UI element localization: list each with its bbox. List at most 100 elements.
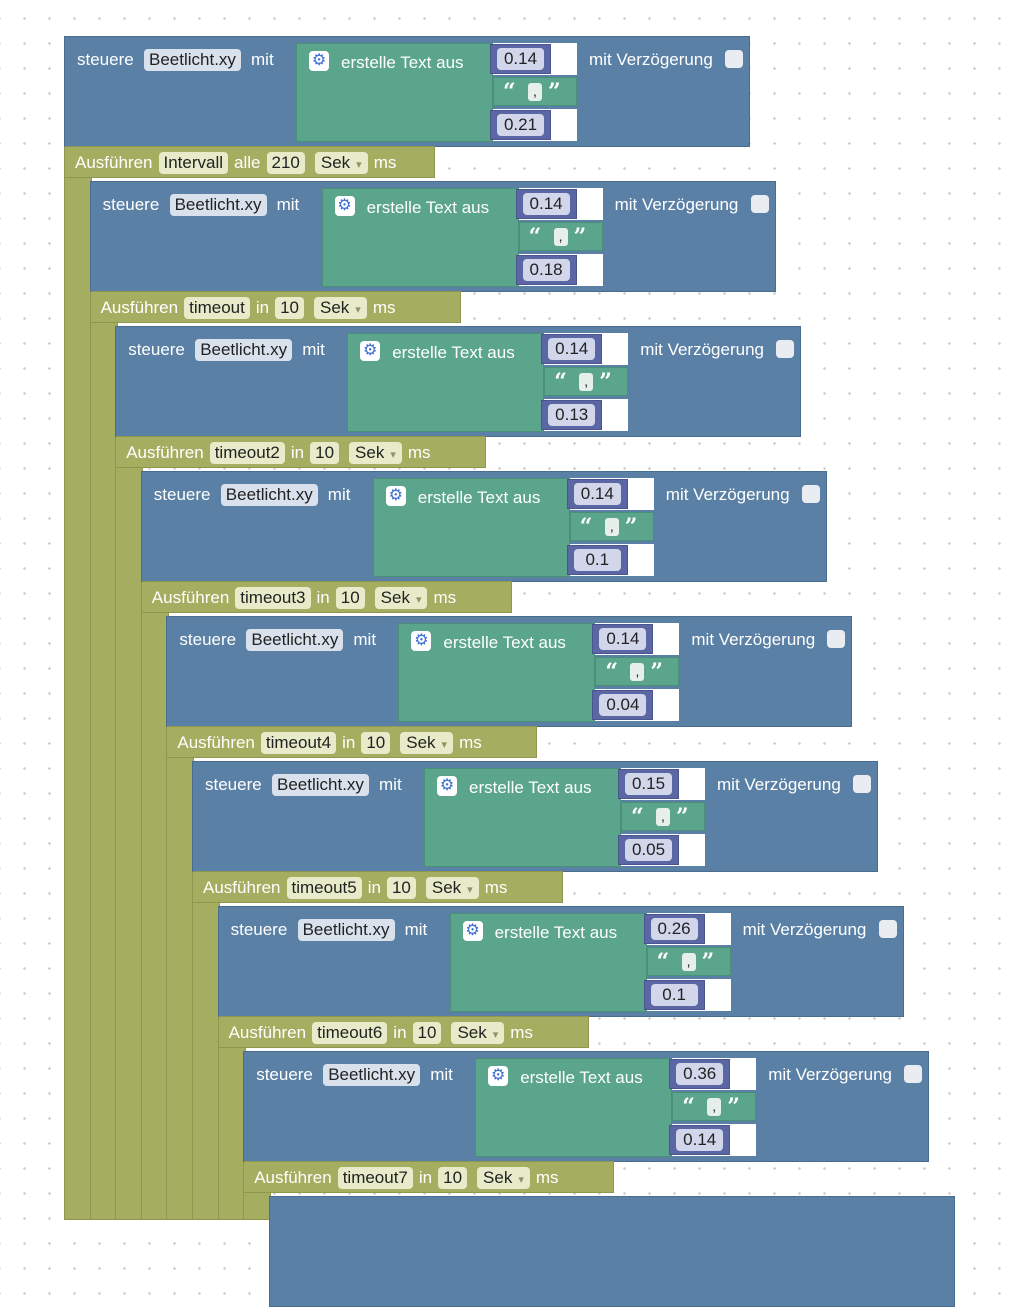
number-value[interactable]: 0.1 (573, 549, 621, 571)
time-value-field[interactable]: 210 (266, 152, 305, 174)
timer-name-field[interactable]: timeout7 (337, 1167, 413, 1189)
gear-icon[interactable] (385, 485, 406, 507)
create-text-block[interactable]: erstelle Text aus (372, 478, 570, 577)
time-value-field[interactable]: 10 (412, 1022, 442, 1044)
separator-value[interactable]: , (604, 518, 619, 536)
number-value[interactable]: 0.15 (625, 773, 672, 795)
number-block[interactable]: 0.15 (618, 769, 679, 799)
number-block[interactable]: 0.26 (643, 914, 705, 944)
timer-name-field[interactable]: Intervall (158, 152, 229, 174)
gear-icon[interactable] (360, 340, 381, 362)
delay-checkbox[interactable] (750, 195, 769, 213)
number-block[interactable]: 0.1 (566, 545, 628, 575)
delay-checkbox[interactable] (853, 775, 871, 793)
create-text-block[interactable]: erstelle Text aus (475, 1058, 673, 1157)
create-text-block[interactable]: erstelle Text aus (321, 188, 519, 287)
unit-dropdown[interactable]: Sek▾ (314, 297, 367, 319)
text-separator-block[interactable]: “,” (646, 947, 731, 976)
number-value[interactable]: 0.14 (497, 48, 544, 70)
timer-name-field[interactable]: timeout6 (312, 1022, 388, 1044)
delay-checkbox[interactable] (878, 920, 897, 938)
number-block[interactable]: 0.14 (490, 44, 551, 74)
separator-value[interactable]: , (579, 373, 594, 391)
unit-dropdown[interactable]: Sek▾ (425, 877, 479, 899)
number-value[interactable]: 0.1 (650, 984, 698, 1006)
create-text-block[interactable]: erstelle Text aus (347, 333, 545, 432)
gear-icon[interactable] (334, 195, 355, 217)
gear-icon[interactable] (488, 1065, 509, 1087)
number-block[interactable]: 0.1 (643, 980, 705, 1010)
number-value[interactable]: 0.14 (548, 338, 596, 360)
time-value-field[interactable]: 10 (275, 297, 304, 319)
number-value[interactable]: 0.14 (599, 628, 647, 650)
create-text-block[interactable]: erstelle Text aus (296, 43, 493, 142)
text-separator-block[interactable]: “,” (672, 1092, 757, 1121)
number-block[interactable]: 0.05 (618, 835, 679, 865)
time-value-field[interactable]: 10 (361, 732, 391, 754)
timer-name-field[interactable]: timeout2 (209, 442, 285, 464)
number-block[interactable]: 0.14 (515, 189, 577, 219)
unit-dropdown[interactable]: Sek▾ (451, 1022, 505, 1044)
device-field[interactable]: Beetlicht.xy (272, 774, 369, 796)
delay-checkbox[interactable] (801, 485, 820, 503)
gear-icon[interactable] (309, 50, 329, 72)
number-block[interactable]: 0.14 (592, 624, 654, 654)
device-field[interactable]: Beetlicht.xy (169, 194, 267, 216)
create-text-block[interactable]: erstelle Text aus (449, 913, 647, 1012)
time-value-field[interactable]: 10 (310, 442, 340, 464)
number-value[interactable]: 0.05 (625, 839, 672, 861)
number-value[interactable]: 0.18 (522, 259, 570, 281)
number-block[interactable]: 0.14 (541, 334, 603, 364)
device-field[interactable]: Beetlicht.xy (323, 1064, 421, 1086)
timer-name-field[interactable]: timeout (184, 297, 250, 319)
unit-dropdown[interactable]: Sek▾ (477, 1167, 530, 1189)
text-separator-block[interactable]: “,” (493, 77, 577, 106)
text-separator-block[interactable]: “,” (518, 222, 603, 251)
time-value-field[interactable]: 10 (438, 1167, 468, 1189)
number-value[interactable]: 0.36 (676, 1063, 724, 1085)
device-field[interactable]: Beetlicht.xy (220, 484, 318, 506)
device-field[interactable]: Beetlicht.xy (297, 919, 395, 941)
text-separator-block[interactable]: “,” (544, 367, 629, 396)
separator-value[interactable]: , (707, 1098, 722, 1116)
control-block-next[interactable] (268, 1196, 955, 1307)
number-block[interactable]: 0.21 (490, 110, 551, 140)
number-block[interactable]: 0.14 (669, 1125, 731, 1155)
number-block[interactable]: 0.04 (592, 690, 654, 720)
unit-dropdown[interactable]: Sek▾ (374, 587, 428, 609)
text-separator-block[interactable]: “,” (569, 512, 654, 541)
delay-checkbox[interactable] (904, 1065, 923, 1083)
create-text-block[interactable]: erstelle Text aus (424, 768, 621, 867)
create-text-block[interactable]: erstelle Text aus (398, 623, 596, 722)
gear-icon[interactable] (462, 920, 483, 942)
device-field[interactable]: Beetlicht.xy (246, 629, 344, 651)
number-value[interactable]: 0.21 (497, 114, 544, 136)
separator-value[interactable]: , (630, 663, 645, 681)
time-value-field[interactable]: 10 (386, 877, 416, 899)
separator-value[interactable]: , (528, 83, 542, 101)
text-separator-block[interactable]: “,” (595, 657, 680, 686)
number-value[interactable]: 0.26 (650, 918, 698, 940)
gear-icon[interactable] (411, 630, 432, 652)
number-block[interactable]: 0.13 (541, 400, 603, 430)
gear-icon[interactable] (437, 775, 457, 797)
number-value[interactable]: 0.14 (676, 1129, 724, 1151)
delay-checkbox[interactable] (776, 340, 795, 358)
text-separator-block[interactable]: “,” (621, 802, 705, 831)
delay-checkbox[interactable] (725, 50, 743, 68)
